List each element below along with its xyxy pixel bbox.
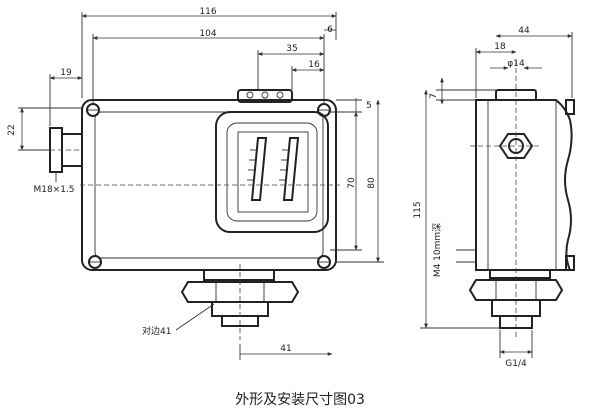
dim-inner-height: 70 [330,111,362,251]
dim-hex-label: 对边41 [142,303,215,337]
corner-screw-bottom-left [88,255,102,269]
side-housing-outline [475,99,573,271]
bottom-pressure-connector [180,264,300,340]
indicator-scale-right [279,137,300,201]
dim-window-offset: 35 [257,44,325,90]
dim-thread-height: 22 [7,107,82,151]
cable-gland-left [49,127,83,173]
dim-inner-height-label: 70 [347,177,357,189]
dim-thread-label: M18×1.5 [33,172,75,195]
dim-bottom-width-label: 41 [280,344,291,354]
front-view: 116 104 6 35 16 19 [7,7,384,360]
dim-fitting-width: 19 [49,68,83,126]
dim-overall-width: 116 [81,7,337,98]
dim-bottom-width: 41 [239,344,333,360]
dim-cap-width: 16 [291,60,325,90]
mount-hole-spec-label: M4 10mm深 [432,223,443,277]
dim-side-depth-label: 44 [518,26,530,36]
dim-right-offset: 6 [324,25,336,35]
dim-top-height: 7 [429,77,496,105]
dim-mount-label: M4 10mm深 [432,223,476,277]
dim-cap-width-label: 16 [308,60,320,70]
dim-side-depth: 44 [495,26,573,98]
dim-hole-diameter-label: φ14 [507,59,525,69]
dim-outer-height: 80 [336,99,384,263]
dim-bolt-spacing-label: 104 [199,29,216,39]
pipe-thread-spec-label: G1/4 [505,359,527,369]
hex-across-flats-label: 对边41 [142,325,171,337]
dim-bolt-spacing: 104 [92,29,325,104]
corner-screw-top-left [86,103,100,117]
dim-top-margin-label: 5 [366,101,372,111]
drawing-caption: 外形及安装尺寸图03 [235,392,365,408]
top-adjust-cap [237,89,293,103]
indicator-window-inner [226,122,318,222]
indicator-scale-left [247,137,268,201]
dim-top-height-label: 7 [429,93,439,99]
dim-window-offset-label: 35 [286,44,297,54]
dim-fitting-width-label: 19 [60,68,72,78]
thread-spec-label: M18×1.5 [33,185,74,195]
indicator-window-glass [237,131,309,213]
dim-overall-height: 115 [413,89,500,329]
side-bottom-connector [468,269,564,329]
dim-thread-height-label: 22 [7,124,17,135]
dim-right-offset-label: 6 [327,25,333,35]
dim-outer-height-label: 80 [367,177,377,189]
dim-overall-width-label: 116 [199,7,216,17]
dim-pipe-thread: G1/4 [499,330,533,369]
dim-overall-height-label: 115 [413,201,423,218]
dim-hole-diameter: φ14 [490,59,542,70]
indicator-window-frame [215,111,329,233]
corner-screw-bottom-right [317,255,331,269]
side-view: 44 18 φ14 7 115 M4 10mm深 [413,26,575,369]
dim-hole-offset-label: 18 [494,42,506,52]
